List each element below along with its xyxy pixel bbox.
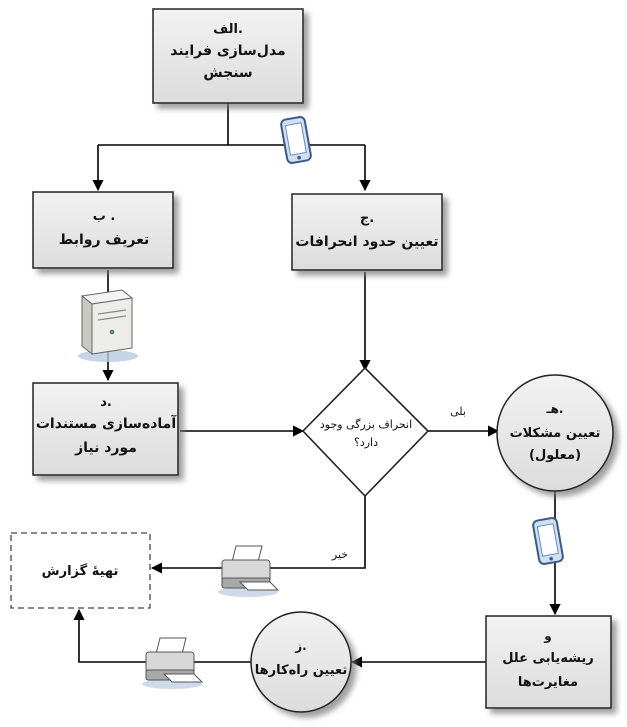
node-decision: انحراف بزرگی وجود دارد؟ [301,366,430,498]
node-c-letter: ج. [360,211,374,226]
tablet-icon [280,116,312,164]
node-b-define-relations: ب . تعریف روابط [32,191,174,269]
server-icon [78,289,138,362]
edge-yes-label: بلی [450,405,466,418]
node-d-prepare-documents: د. آماده‌سازی مستندات مورد نیاز [32,382,179,476]
node-c-line1: تعیین حدود انحرافات [295,234,438,250]
node-f-line1: ریشه‌یابی علل [502,651,594,666]
node-f-root-cause: و ریشه‌یابی علل مغایرت‌ها [485,615,612,709]
node-a-process-modeling: الف. مدل‌سازی فرایند سنجش [152,8,304,104]
node-f-line2: مغایرت‌ها [518,675,578,690]
printer-icon [218,545,280,597]
node-a-letter: الف. [213,22,243,37]
node-g-line1: تعیین راه‌کارها [255,663,348,678]
decision-line2: دارد؟ [354,436,378,449]
node-c-deviation-limits: ج. تعیین حدود انحرافات [291,193,443,271]
node-b-letter: ب . [93,209,116,224]
tablet-icon [532,517,564,565]
node-e-line1: تعیین مشکلات [510,426,601,441]
node-d-line1: آماده‌سازی مستندات [36,414,177,432]
node-f-letter: و [543,629,551,644]
node-d-letter: د. [100,395,112,410]
node-e-line2: (معلول) [529,448,581,463]
node-report: تهیهٔ گزارش [10,532,151,609]
node-a-line1: مدل‌سازی فرایند [170,43,285,59]
node-a-line2: سنجش [203,65,252,81]
node-b-line1: تعریف روابط [59,232,149,248]
edge-no-label: خیر [331,548,348,561]
node-e-determine-problems: هـ. تعیین مشکلات (معلول) [496,374,614,492]
node-report-label: تهیهٔ گزارش [42,563,119,579]
edge-split-b [98,144,365,190]
node-e-letter: هـ. [546,402,564,416]
printer-icon [142,637,204,689]
edge-g-report [73,608,253,663]
decision-line1: انحراف بزرگی وجود [320,418,412,431]
node-g-solutions: ز. تعیین راه‌کارها [250,611,352,713]
node-d-line2: مورد نیاز [74,440,137,456]
node-g-letter: ز. [294,639,306,653]
